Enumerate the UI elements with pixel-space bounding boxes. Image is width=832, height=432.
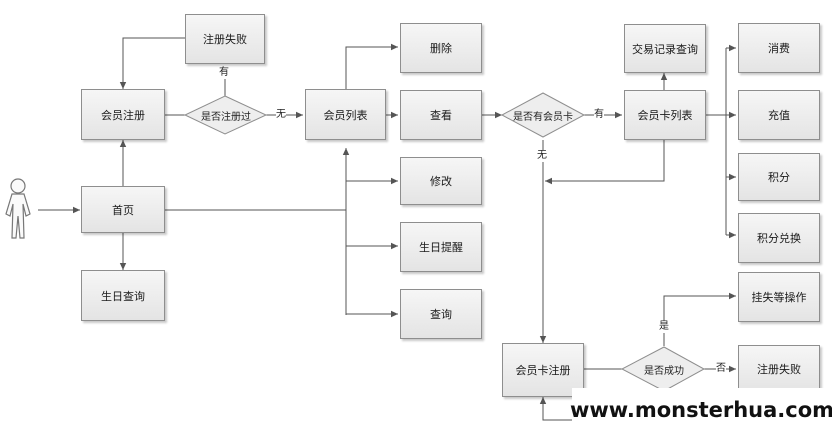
consume-node: 消费: [738, 23, 820, 73]
home-node: 首页: [81, 186, 165, 233]
birthday-query-node: 生日查询: [81, 270, 165, 321]
register-fail-bottom-node: 注册失败: [738, 345, 820, 393]
points-node: 积分: [738, 153, 820, 201]
edge-success-report: [663, 292, 736, 346]
modify-node: 修改: [400, 157, 482, 205]
member-card-list-node: 会员卡列表: [624, 90, 706, 140]
edge-label-no-card: 无: [537, 150, 547, 162]
edge-label-has-card: 有: [594, 109, 604, 121]
edge-card-list-down: [545, 140, 665, 185]
edge-label-success-yes: 是: [659, 321, 669, 333]
has-card-diamond-shape: [500, 92, 586, 138]
edge-fail-register: [119, 37, 185, 89]
delete-node: 删除: [400, 23, 482, 73]
user-icon: [5, 178, 31, 239]
edge-label-success-no: 否: [716, 363, 726, 375]
card-register-node: 会员卡注册: [502, 343, 584, 397]
edge-list-trunk-up: [345, 43, 398, 89]
edge-label-has-registered: 有: [219, 67, 229, 79]
edge-label-not-registered: 无: [276, 109, 286, 121]
register-fail-top-node: 注册失败: [185, 14, 265, 64]
transaction-query-node: 交易记录查询: [624, 24, 706, 73]
success-diamond: 是否成功: [644, 365, 684, 377]
birthday-reminder-node: 生日提醒: [400, 222, 482, 272]
points-redeem-node: 积分兑换: [738, 213, 820, 263]
view-node: 查看: [400, 90, 482, 140]
registered-before-diamond-shape: [183, 95, 268, 135]
registered-before-diamond: 是否注册过: [201, 111, 251, 123]
has-card-diamond: 是否有会员卡: [513, 111, 573, 123]
edge-fail-loop-card: [539, 397, 575, 421]
member-list-node: 会员列表: [305, 89, 386, 140]
query-node: 查询: [400, 289, 482, 339]
report-loss-node: 挂失等操作: [738, 272, 820, 322]
recharge-node: 充值: [738, 90, 820, 140]
watermark: www.monsterhua.com: [570, 388, 832, 432]
member-register-node: 会员注册: [81, 89, 165, 140]
